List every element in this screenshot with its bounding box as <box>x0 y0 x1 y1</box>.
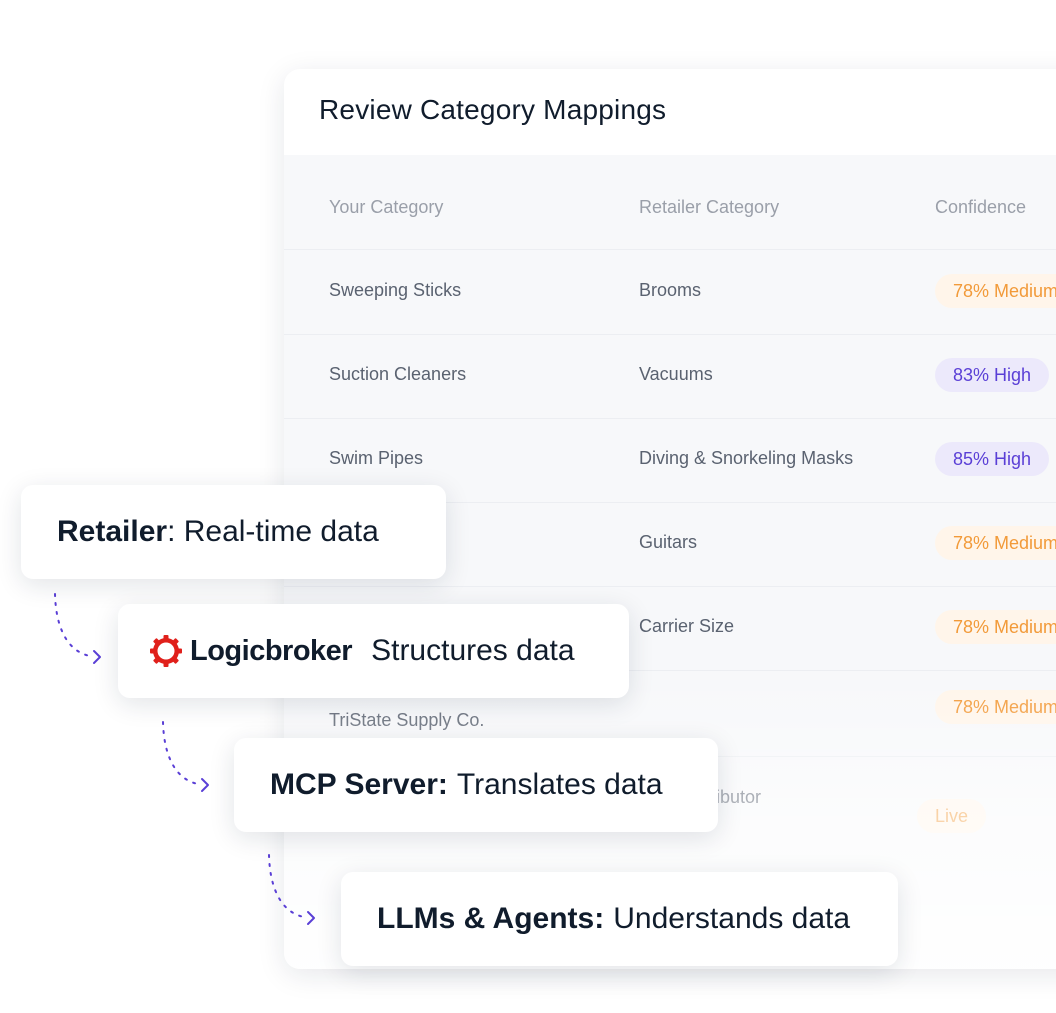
retailer-category-cell: Guitars <box>639 532 698 552</box>
retailer-text: Real-time data <box>183 515 379 548</box>
your-category-cell: Sweeping Sticks <box>329 280 462 300</box>
column-header-retailer-category: Retailer Category <box>639 197 780 217</box>
table-header: Your Category Retailer Category Confiden… <box>284 155 1056 250</box>
status-badge: Live <box>917 799 987 833</box>
logicbroker-gear-icon <box>150 635 182 667</box>
table-row[interactable]: Guitars 78% Medium <box>284 502 1056 587</box>
table-row[interactable]: Suction Cleaners Vacuums 83% High <box>284 334 1056 419</box>
confidence-badge: 85% High <box>935 442 1050 476</box>
mcp-text: Translates data <box>456 768 663 801</box>
confidence-badge: 78% Medium <box>935 274 1056 308</box>
mcp-label: MCP Server: <box>270 768 448 801</box>
llms-text: Understands data <box>613 902 851 935</box>
retailer-category-cell: Carrier Size <box>639 616 735 636</box>
flow-arrow-icon <box>268 854 315 925</box>
logicbroker-card: Logicbroker Structures data <box>118 604 629 698</box>
your-category-cell: Suction Cleaners <box>329 364 467 384</box>
flow-arrow-icon <box>162 721 209 792</box>
retailer-colon: : <box>167 515 184 548</box>
your-category-cell: Swim Pipes <box>329 448 424 468</box>
llms-agents-card: LLMs & Agents:Understands data <box>341 872 898 966</box>
retailer-category-cell: Vacuums <box>639 364 713 384</box>
logicbroker-wordmark: Logicbroker <box>190 634 353 667</box>
retailer-category-cell: ibutor <box>716 787 762 807</box>
panel-title: Review Category Mappings <box>319 94 667 125</box>
confidence-badge: 78% Medium <box>935 526 1056 560</box>
confidence-badge: 83% High <box>935 358 1050 392</box>
your-category-cell: TriState Supply Co. <box>329 710 485 730</box>
llms-label: LLMs & Agents: <box>377 902 605 935</box>
column-header-your-category: Your Category <box>329 197 444 217</box>
column-header-confidence: Confidence <box>935 197 1027 217</box>
flow-arrow-icon <box>54 593 101 664</box>
confidence-badge: 78% Medium <box>935 610 1056 644</box>
retailer-card: Retailer: Real-time data <box>21 485 446 579</box>
retailer-category-cell: Brooms <box>639 280 702 300</box>
retailer-category-cell: Diving & Snorkeling Masks <box>639 448 854 468</box>
table-row[interactable]: Carrier Size 78% Medium <box>284 586 1056 671</box>
table-row[interactable]: Swim Pipes Diving & Snorkeling Masks 85%… <box>284 418 1056 503</box>
logicbroker-logo: Logicbroker <box>150 634 353 668</box>
confidence-badge: 78% Medium <box>935 690 1056 724</box>
table-row[interactable]: Sweeping Sticks Brooms 78% Medium <box>284 250 1056 335</box>
logicbroker-text: Structures data <box>371 634 575 667</box>
retailer-label: Retailer <box>57 515 168 548</box>
mcp-server-card: MCP Server:Translates data <box>234 738 718 832</box>
